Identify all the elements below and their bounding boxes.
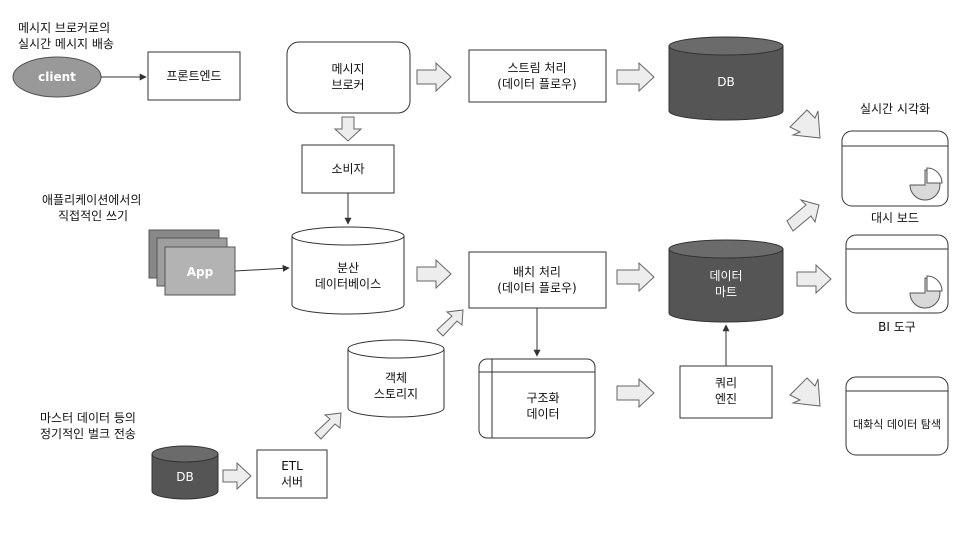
svg-text:메시지 브로커로의: 메시지 브로커로의 bbox=[18, 21, 110, 35]
frontend-node: 프론트엔드 bbox=[147, 51, 241, 101]
fat-arrow-broker-consumer bbox=[333, 116, 363, 142]
dashboard-label: 대시 보드 bbox=[871, 211, 919, 225]
fat-arrow-stream-db bbox=[616, 61, 655, 93]
svg-text:구조화: 구조화 bbox=[526, 391, 559, 405]
svg-text:마스터 데이터 등의: 마스터 데이터 등의 bbox=[40, 411, 136, 425]
arrow-app-distdb bbox=[234, 264, 290, 272]
fat-arrow-etl-storage bbox=[314, 412, 342, 440]
message-broker-node: 메시지 브로커 bbox=[286, 41, 411, 114]
svg-text:(데이터 플로우): (데이터 플로우) bbox=[497, 281, 576, 295]
structured-data-node: 구조화 데이터 bbox=[478, 358, 596, 439]
svg-text:쿼리: 쿼리 bbox=[715, 376, 737, 390]
stream-processing-node: 스트림 처리 (데이터 플로우) bbox=[468, 49, 607, 103]
caption-direct-write: 애플리케이션에서의 직접적인 쓰기 bbox=[42, 193, 141, 223]
svg-text:분산: 분산 bbox=[337, 261, 359, 275]
svg-text:애플리케이션에서의: 애플리케이션에서의 bbox=[42, 193, 141, 207]
svg-text:메시지: 메시지 bbox=[331, 62, 364, 76]
fat-arrow-datamart-dashboard bbox=[786, 199, 820, 232]
svg-text:데이터베이스: 데이터베이스 bbox=[315, 277, 381, 291]
fat-arrow-batch-datamart bbox=[616, 261, 655, 293]
svg-text:직접적인 쓰기: 직접적인 쓰기 bbox=[58, 209, 128, 223]
svg-text:client: client bbox=[38, 70, 76, 84]
query-engine-node: 쿼리 엔진 bbox=[679, 365, 773, 419]
svg-text:실시간 메시지 배송: 실시간 메시지 배송 bbox=[18, 37, 114, 51]
svg-text:소비자: 소비자 bbox=[331, 162, 364, 176]
svg-text:정기적인 벌크 전송: 정기적인 벌크 전송 bbox=[40, 427, 136, 441]
svg-text:엔진: 엔진 bbox=[715, 392, 737, 406]
consumer-node: 소비자 bbox=[301, 144, 395, 194]
db-bottom-cylinder: DB bbox=[151, 445, 219, 500]
fat-arrow-query-interactive bbox=[789, 377, 821, 407]
svg-text:서버: 서버 bbox=[281, 475, 303, 489]
svg-text:App: App bbox=[187, 265, 214, 279]
fat-arrow-broker-stream bbox=[416, 61, 452, 93]
datamart-cylinder: 데이터 마트 bbox=[668, 239, 784, 323]
svg-text:ETL: ETL bbox=[281, 459, 303, 473]
db-top-cylinder: DB bbox=[668, 36, 784, 121]
caption-realtime-delivery: 메시지 브로커로의 실시간 메시지 배송 bbox=[18, 21, 114, 51]
batch-processing-node: 배치 처리 (데이터 플로우) bbox=[468, 251, 607, 309]
fat-arrow-structured-query bbox=[616, 377, 655, 409]
bi-tool-label: BI 도구 bbox=[878, 320, 916, 334]
fat-arrow-db-dashboard bbox=[789, 109, 821, 139]
fat-arrow-db-etl bbox=[222, 461, 252, 491]
dashboard-panel: 대시 보드 bbox=[841, 130, 949, 225]
svg-text:DB: DB bbox=[717, 75, 734, 89]
svg-text:(데이터 플로우): (데이터 플로우) bbox=[497, 77, 576, 91]
etl-server-node: ETL 서버 bbox=[256, 449, 328, 499]
fat-arrow-datamart-bitool bbox=[796, 263, 832, 295]
svg-text:마트: 마트 bbox=[715, 285, 737, 299]
caption-bulk-transfer: 마스터 데이터 등의 정기적인 벌크 전송 bbox=[40, 411, 136, 441]
app-node: App bbox=[148, 229, 236, 296]
svg-text:스토리지: 스토리지 bbox=[374, 387, 418, 401]
svg-text:데이터: 데이터 bbox=[709, 269, 742, 283]
svg-text:데이터: 데이터 bbox=[526, 407, 559, 421]
svg-text:프론트엔드: 프론트엔드 bbox=[166, 69, 221, 83]
svg-text:객체: 객체 bbox=[385, 371, 407, 385]
fat-arrow-storage-batch bbox=[436, 309, 464, 337]
svg-text:브로커: 브로커 bbox=[331, 78, 364, 92]
distributed-db-cylinder: 분산 데이터베이스 bbox=[291, 226, 405, 315]
object-storage-cylinder: 객체 스토리지 bbox=[347, 339, 445, 418]
svg-text:스트림 처리: 스트림 처리 bbox=[507, 61, 566, 75]
svg-text:DB: DB bbox=[176, 470, 193, 484]
fat-arrow-distdb-batch bbox=[416, 258, 452, 290]
svg-text:대화식 데이터 탐색: 대화식 데이터 탐색 bbox=[853, 418, 941, 431]
svg-text:배치 처리: 배치 처리 bbox=[513, 265, 561, 279]
bi-tool-panel: BI 도구 bbox=[845, 234, 949, 334]
client-node: client bbox=[12, 56, 102, 98]
caption-realtime-viz: 실시간 시각화 bbox=[860, 102, 930, 116]
interactive-exploration-panel: 대화식 데이터 탐색 bbox=[845, 376, 949, 456]
